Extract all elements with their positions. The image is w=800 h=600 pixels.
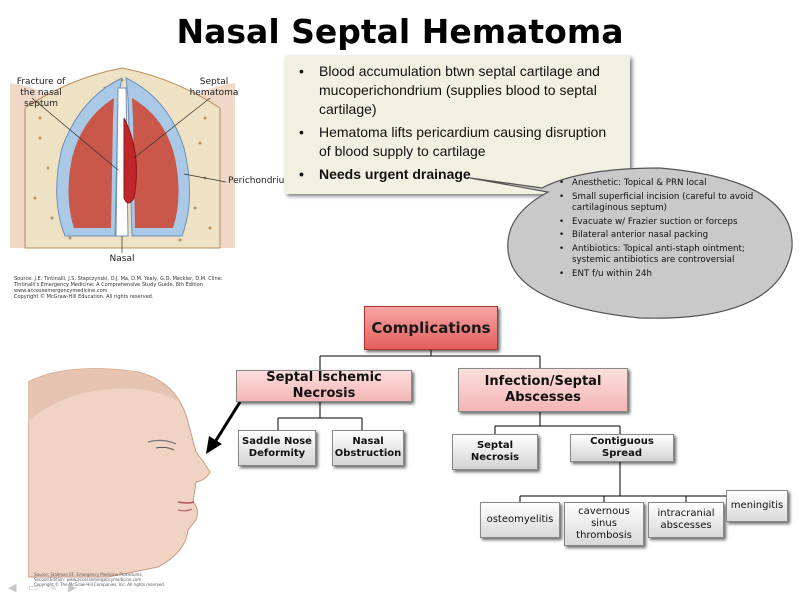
source-line: Copyright © The McGraw-Hill Companies, I…	[34, 582, 166, 587]
face-source-citation: Source: Stallman EF: Emergency Medicine …	[34, 572, 204, 587]
treatment-list: Anesthetic: Topical & PRN local Small su…	[556, 178, 764, 282]
treatment-item: Bilateral anterior nasal packing	[556, 230, 764, 242]
node-cavernous-sinus-thrombosis: cavernous sinus thrombosis	[564, 502, 644, 546]
treatment-item: Antibiotics: Topical anti-staph ointment…	[556, 244, 764, 267]
source-line: www.accessemergencymedicine.com	[14, 288, 108, 294]
treatment-item: Anesthetic: Topical & PRN local	[556, 178, 764, 190]
face-profile-image	[27, 368, 211, 578]
node-infection-abscesses: Infection/Septal Abscesses	[458, 368, 628, 412]
label-nasal: Nasal	[109, 254, 135, 264]
node-contiguous-spread: Contiguous Spread	[570, 434, 674, 462]
source-line: Source: Stallman EF: Emergency Medicine …	[34, 572, 143, 577]
treatment-item: Small superficial incision (careful to a…	[556, 192, 764, 215]
label-septal-hematoma: Septal hematoma	[189, 77, 239, 98]
node-osteomyelitis: osteomyelitis	[480, 502, 560, 538]
treatment-item: ENT f/u within 24h	[556, 269, 764, 281]
source-line: Second Edition: www.accessemergencymedic…	[34, 577, 142, 582]
pathophysiology-box: Blood accumulation btwn septal cartilage…	[285, 56, 630, 194]
label-perichondrium: Perichondrium	[228, 176, 294, 186]
anatomy-source-citation: Source: J.E. Tintinalli, J.S. Stapczynsk…	[14, 276, 244, 300]
source-line: Tintinalli's Emergency Medicine: A Compr…	[14, 282, 203, 288]
node-septal-ischemic-necrosis: Septal Ischemic Necrosis	[236, 370, 412, 402]
label-fracture: Fracture of the nasal septum	[16, 77, 66, 109]
pathophysiology-list: Blood accumulation btwn septal cartilage…	[291, 62, 620, 184]
slide-icon[interactable]: ▭	[28, 582, 39, 594]
bullet-item: Hematoma lifts pericardium causing disru…	[291, 123, 620, 161]
bullet-item: Blood accumulation btwn septal cartilage…	[291, 62, 620, 119]
bullet-item-urgent: Needs urgent drainage	[291, 165, 620, 184]
node-meningitis: meningitis	[726, 490, 788, 522]
node-saddle-nose: Saddle Nose Deformity	[238, 430, 316, 466]
arrow-right-icon[interactable]: ▶	[68, 582, 77, 594]
nasal-anatomy-illustration	[10, 58, 235, 253]
saddle-nose-face-illustration	[27, 362, 228, 582]
node-complications: Complications	[364, 306, 498, 350]
node-nasal-obstruction: Nasal Obstruction	[332, 430, 404, 466]
nasal-cross-section-figure: Fracture of the nasal septum Septal hema…	[10, 58, 293, 264]
source-line: Copyright © McGraw-Hill Education. All r…	[14, 294, 154, 300]
source-line: Source: J.E. Tintinalli, J.S. Stapczynsk…	[14, 276, 223, 282]
treatment-item: Evacuate w/ Frazier suction or forceps	[556, 217, 764, 229]
node-septal-necrosis: Septal Necrosis	[452, 434, 538, 470]
node-intracranial-abscesses: intracranial abscesses	[648, 502, 724, 538]
comment-icon[interactable]: ✎	[48, 582, 58, 594]
slide-title: Nasal Septal Hematoma	[176, 12, 624, 51]
arrow-left-icon[interactable]: ◀	[8, 582, 17, 594]
slide-nav-controls: ◀ ▭ ✎ ▶	[8, 582, 82, 594]
